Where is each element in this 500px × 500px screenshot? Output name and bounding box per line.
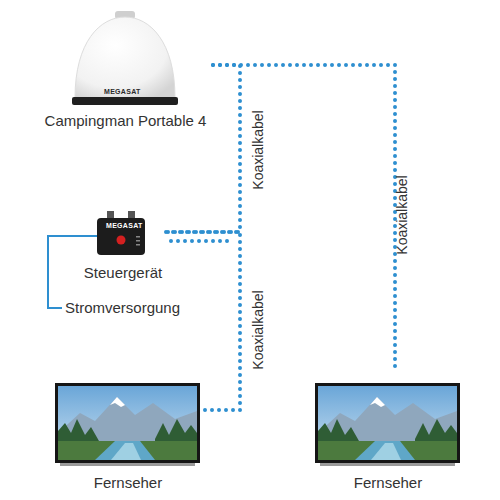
control-unit <box>97 218 145 255</box>
cable-label: Koaxialkabel <box>394 175 410 254</box>
cable-label: Koaxialkabel <box>250 110 266 189</box>
power-label: Stromversorgung <box>65 299 180 317</box>
led <box>136 244 140 246</box>
coax-cable <box>166 65 240 232</box>
led <box>136 240 140 242</box>
power-button <box>117 236 126 245</box>
brand-logo: MEGASAT <box>106 222 143 230</box>
node-label: Steuergerät <box>80 264 166 282</box>
tv-left <box>55 383 200 466</box>
coax-cable <box>166 232 240 410</box>
led <box>136 236 140 238</box>
tv-node: Fernseher <box>52 380 204 492</box>
dome-base <box>72 97 178 105</box>
node-label: Fernseher <box>52 474 204 492</box>
cable-label: Koaxialkabel <box>250 290 266 369</box>
connector <box>128 211 135 219</box>
node-label: Fernseher <box>312 474 464 492</box>
tv-right <box>315 383 460 466</box>
coax-cable <box>213 65 395 370</box>
connector <box>107 211 114 219</box>
brand-logo: MEGASAT <box>104 88 141 96</box>
coax-dots <box>171 239 234 243</box>
sat-dome <box>75 17 175 98</box>
tv-node: Fernseher <box>312 370 464 492</box>
node-label: Campingman Portable 4 <box>38 112 213 130</box>
antenna-node: Campingman Portable 4 <box>38 14 213 130</box>
control-node: Steuergerät <box>80 210 166 282</box>
